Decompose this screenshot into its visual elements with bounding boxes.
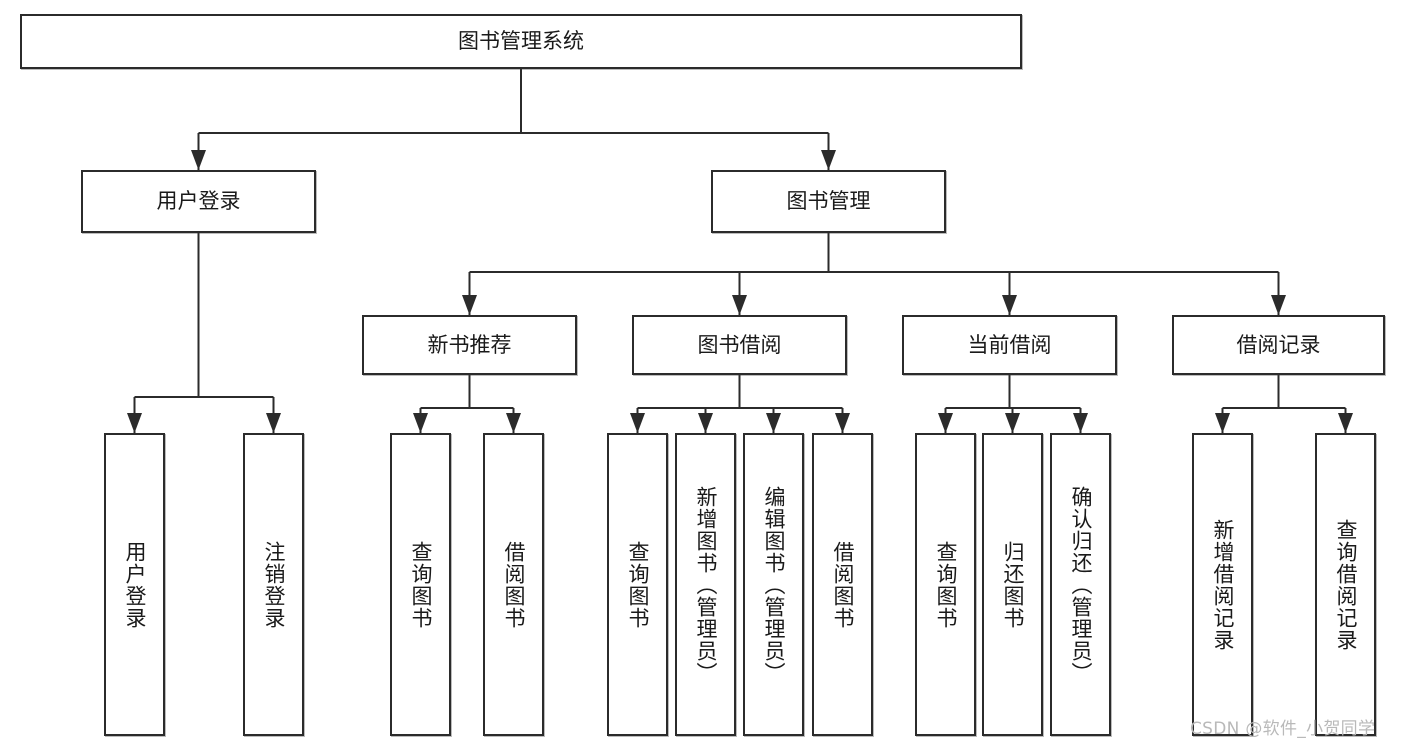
- node-leaf-query-record: 查询借阅记录: [1315, 433, 1376, 736]
- node-label: 查询借阅记录: [1334, 518, 1358, 651]
- node-current-borrow: 当前借阅: [902, 315, 1117, 375]
- node-label: 归还图书: [1001, 540, 1025, 629]
- node-label: 新书推荐: [427, 332, 512, 357]
- arrow-head: [698, 413, 713, 433]
- arrow-head: [630, 413, 645, 433]
- node-label: 图书管理系统: [458, 29, 584, 54]
- node-label: 新增借阅记录: [1211, 518, 1235, 651]
- node-label: 新增图书（管理员）: [694, 485, 718, 684]
- node-label: 查询图书: [409, 540, 433, 629]
- node-new-book-rec: 新书推荐: [362, 315, 577, 375]
- node-label: 用户登录: [156, 189, 241, 214]
- node-label: 当前借阅: [967, 332, 1052, 357]
- arrow-head: [1073, 413, 1088, 433]
- node-leaf-query-book-2: 查询图书: [607, 433, 668, 736]
- arrow-head: [1005, 413, 1020, 433]
- node-leaf-edit-book: 编辑图书（管理员）: [743, 433, 804, 736]
- node-label: 借阅图书: [831, 540, 855, 629]
- node-label: 注销登录: [262, 540, 286, 629]
- arrow-head: [266, 413, 281, 433]
- arrow-head: [1338, 413, 1353, 433]
- node-label: 图书管理: [786, 189, 871, 214]
- arrow-head: [191, 150, 206, 170]
- node-leaf-user-login: 用户登录: [104, 433, 165, 736]
- arrow-head: [835, 413, 850, 433]
- node-leaf-confirm-return: 确认归还（管理员）: [1050, 433, 1111, 736]
- arrow-head: [506, 413, 521, 433]
- node-label: 查询图书: [934, 540, 958, 629]
- arrow-head: [821, 150, 836, 170]
- arrow-head: [462, 295, 477, 315]
- node-label: 确认归还（管理员）: [1069, 485, 1093, 684]
- node-label: 借阅图书: [502, 540, 526, 629]
- arrow-head: [413, 413, 428, 433]
- node-leaf-query-book-1: 查询图书: [390, 433, 451, 736]
- node-leaf-add-book: 新增图书（管理员）: [675, 433, 736, 736]
- node-label: 图书借阅: [697, 332, 782, 357]
- node-leaf-borrow-book-2: 借阅图书: [812, 433, 873, 736]
- arrow-head: [1271, 295, 1286, 315]
- watermark: CSDN @软件_小贺同学: [1190, 719, 1376, 739]
- node-book-manage: 图书管理: [711, 170, 946, 233]
- arrow-head: [1215, 413, 1230, 433]
- node-leaf-query-book-3: 查询图书: [915, 433, 976, 736]
- node-label: 查询图书: [626, 540, 650, 629]
- arrow-head: [127, 413, 142, 433]
- node-borrow-record: 借阅记录: [1172, 315, 1385, 375]
- arrow-head: [766, 413, 781, 433]
- node-leaf-return-book: 归还图书: [982, 433, 1043, 736]
- node-label: 用户登录: [123, 540, 147, 629]
- node-leaf-borrow-book-1: 借阅图书: [483, 433, 544, 736]
- arrow-head: [1002, 295, 1017, 315]
- node-root: 图书管理系统: [20, 14, 1022, 69]
- node-leaf-logout: 注销登录: [243, 433, 304, 736]
- node-label: 编辑图书（管理员）: [762, 485, 786, 684]
- arrow-head: [938, 413, 953, 433]
- node-label: 借阅记录: [1236, 332, 1321, 357]
- node-leaf-add-record: 新增借阅记录: [1192, 433, 1253, 736]
- node-user-login: 用户登录: [81, 170, 316, 233]
- arrow-head: [732, 295, 747, 315]
- node-book-borrow: 图书借阅: [632, 315, 847, 375]
